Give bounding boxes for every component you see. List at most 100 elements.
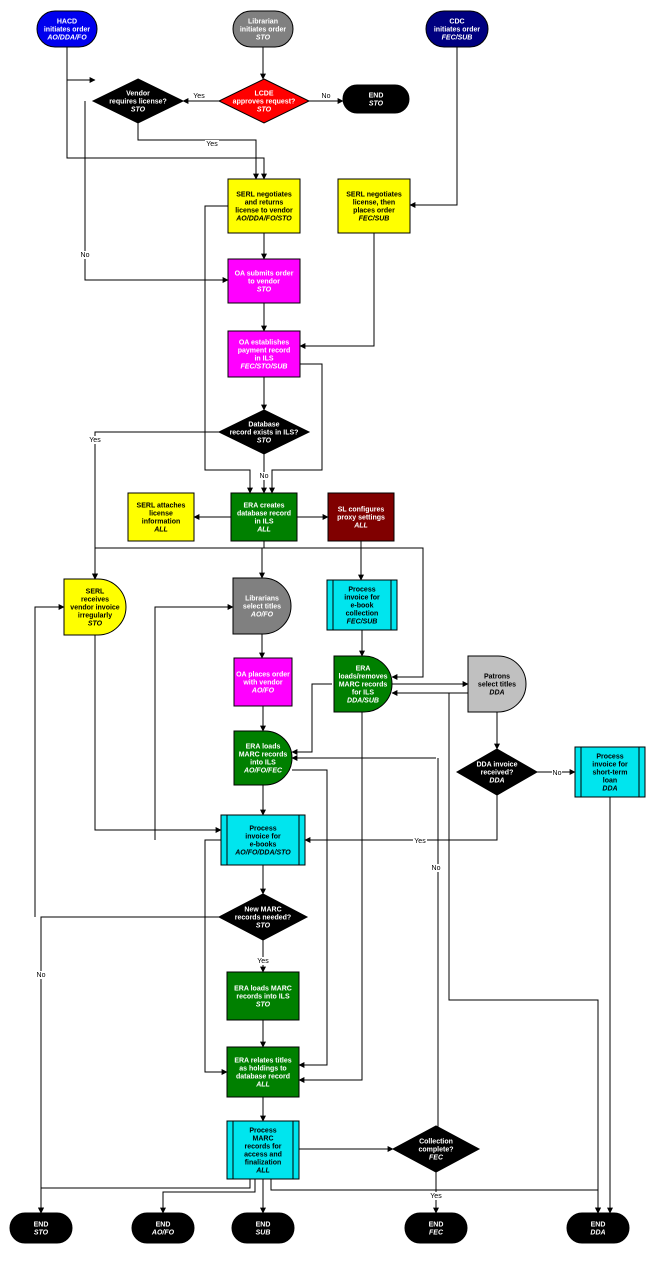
node-label-line: loads/removes: [338, 674, 387, 681]
edge-label-bg: [36, 971, 46, 979]
node-sub-label: FEC/STO/SUB: [241, 364, 288, 371]
edge-label-bg: [431, 864, 441, 872]
node-label-line: MARC: [253, 1136, 274, 1143]
node-sub-label: AO/FO/DDA/STO: [234, 850, 291, 857]
node-label-line: loan: [603, 778, 617, 785]
node-sub-label: FEC/SUB: [442, 35, 473, 42]
connector-lines: [34, 47, 613, 1214]
node-sub-label: FEC: [429, 1155, 444, 1162]
node-shape: [327, 492, 395, 542]
node-label-line: database record: [236, 1074, 290, 1081]
edge-label-bg: [259, 472, 269, 480]
node-sub-label: DDA: [590, 1230, 605, 1237]
node-label-line: SERL: [86, 589, 105, 596]
connector-line: [269, 363, 323, 494]
node-shape: [36, 10, 98, 48]
node-label-line: records needed?: [235, 915, 291, 922]
node-sub-label: DDA/SUB: [347, 698, 379, 705]
node-shape: [391, 1125, 481, 1173]
node-label-line: Process: [348, 587, 375, 594]
node-sub-label: DDA: [489, 778, 504, 785]
edge-label-bg: [205, 140, 219, 148]
node-shape: [232, 10, 294, 48]
node-label-line: initiates order: [44, 27, 91, 34]
node-label-line: Librarian: [248, 19, 278, 26]
node-label-line: and returns: [245, 200, 284, 207]
node-shape: [91, 78, 185, 124]
connector-line: [409, 47, 458, 208]
connector-line: [160, 1179, 256, 1214]
connector-line: [299, 233, 375, 349]
node-label-line: select titles: [243, 604, 281, 611]
connector-line: [38, 916, 219, 1214]
node-label-line: with vendor: [242, 680, 283, 687]
node-sub-label: FEC: [429, 1230, 444, 1237]
connector-line: [298, 712, 363, 1083]
node-shape: [227, 330, 301, 378]
connector-line: [38, 1179, 251, 1214]
edge-label-dda-yes: Yes: [414, 838, 426, 845]
node-shape: [217, 893, 309, 941]
node-shape: [226, 1120, 300, 1180]
node-label-line: New MARC: [244, 907, 281, 914]
node-shape: [231, 1212, 295, 1244]
node-label-line: record exists in ILS?: [230, 430, 299, 437]
node-shape: [227, 178, 301, 234]
node-label-line: irregularly: [78, 613, 112, 620]
connector-line: [66, 47, 267, 180]
node-sub-label: AO/FO: [151, 1230, 175, 1237]
connector-line: [92, 541, 265, 580]
node-label-line: places order: [353, 208, 395, 215]
edge-label-bg: [88, 436, 102, 444]
node-label-line: select titles: [478, 682, 516, 689]
node-sub-label: DDA: [602, 786, 617, 793]
edge-label-dda-no: No: [553, 770, 562, 777]
edge-label-collection-yes: Yes: [430, 1193, 442, 1200]
node-shape: [404, 1212, 468, 1244]
edge-label-bg: [321, 92, 331, 100]
node-label-line: information: [142, 519, 181, 526]
node-sub-label: STO: [88, 621, 103, 628]
connector-line: [264, 547, 424, 680]
edge-label-vendor-no: No: [81, 252, 90, 259]
node-label-line: records for: [245, 1144, 282, 1151]
node-sub-label: STO: [257, 438, 272, 445]
node-sub-label: AO/FO: [250, 612, 274, 619]
node-sub-label: ALL: [255, 1082, 270, 1089]
node-label-line: MARC records: [239, 752, 288, 759]
node-label-line: Database: [248, 422, 279, 429]
node-label-line: invoice for: [344, 595, 380, 602]
node-shape: [232, 577, 292, 635]
node-label-line: ERA creates: [244, 503, 285, 510]
node-label-line: in ILS: [254, 356, 273, 363]
node-label-line: invoice for: [245, 834, 281, 841]
edge-label-new-marc-no: No: [37, 972, 46, 979]
node-label-line: ERA loads: [246, 744, 281, 751]
node-sub-label: ALL: [353, 523, 368, 530]
node-label-line: license, then: [353, 200, 395, 207]
connector-line: [437, 758, 480, 1152]
connector-line: [154, 604, 234, 840]
node-shape: [326, 579, 398, 631]
node-label-line: Collection: [419, 1139, 453, 1146]
node-shape: [127, 492, 195, 542]
node-sub-label: STO: [256, 1002, 271, 1009]
node-label-line: ERA loads MARC: [234, 986, 292, 993]
edge-label-bg: [80, 251, 90, 259]
